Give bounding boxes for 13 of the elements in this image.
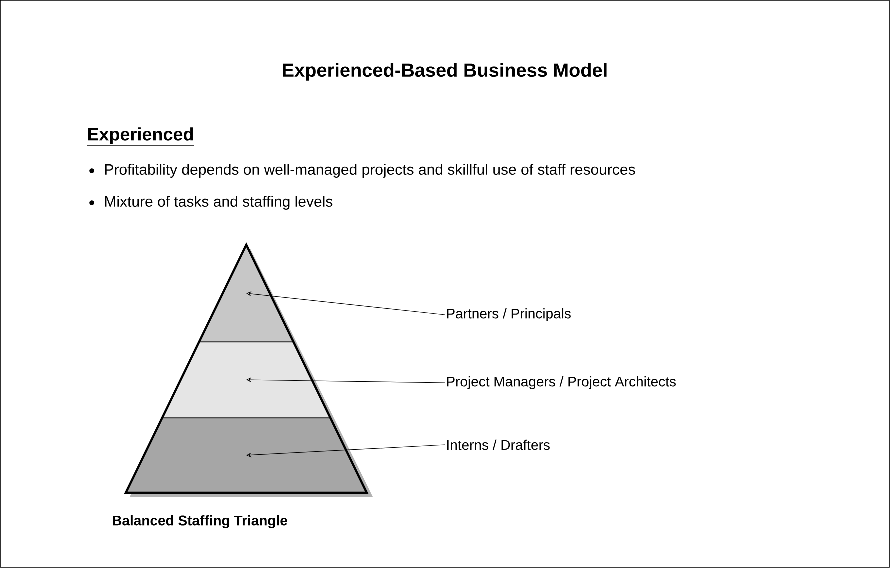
bullet-text: Mixture of tasks and staffing levels (105, 196, 333, 210)
leader-arrow (246, 444, 446, 458)
leader-arrow (246, 292, 446, 316)
triangle-band (199, 245, 294, 342)
bullet-text: Profitability depends on well-managed projects and skillful use of staff resources (105, 164, 636, 178)
triangle-band (162, 342, 331, 418)
level-label: Interns / Drafters (448, 440, 550, 450)
level-label: Project Managers / Project Architects (447, 376, 676, 390)
section-heading: Experienced (87, 128, 194, 146)
triangle-band (126, 418, 367, 493)
triangle-caption: Balanced Staffing Triangle (113, 515, 288, 529)
title: Experienced-Based Business Model (283, 63, 607, 81)
level-label: Partners / Principals (447, 308, 571, 322)
